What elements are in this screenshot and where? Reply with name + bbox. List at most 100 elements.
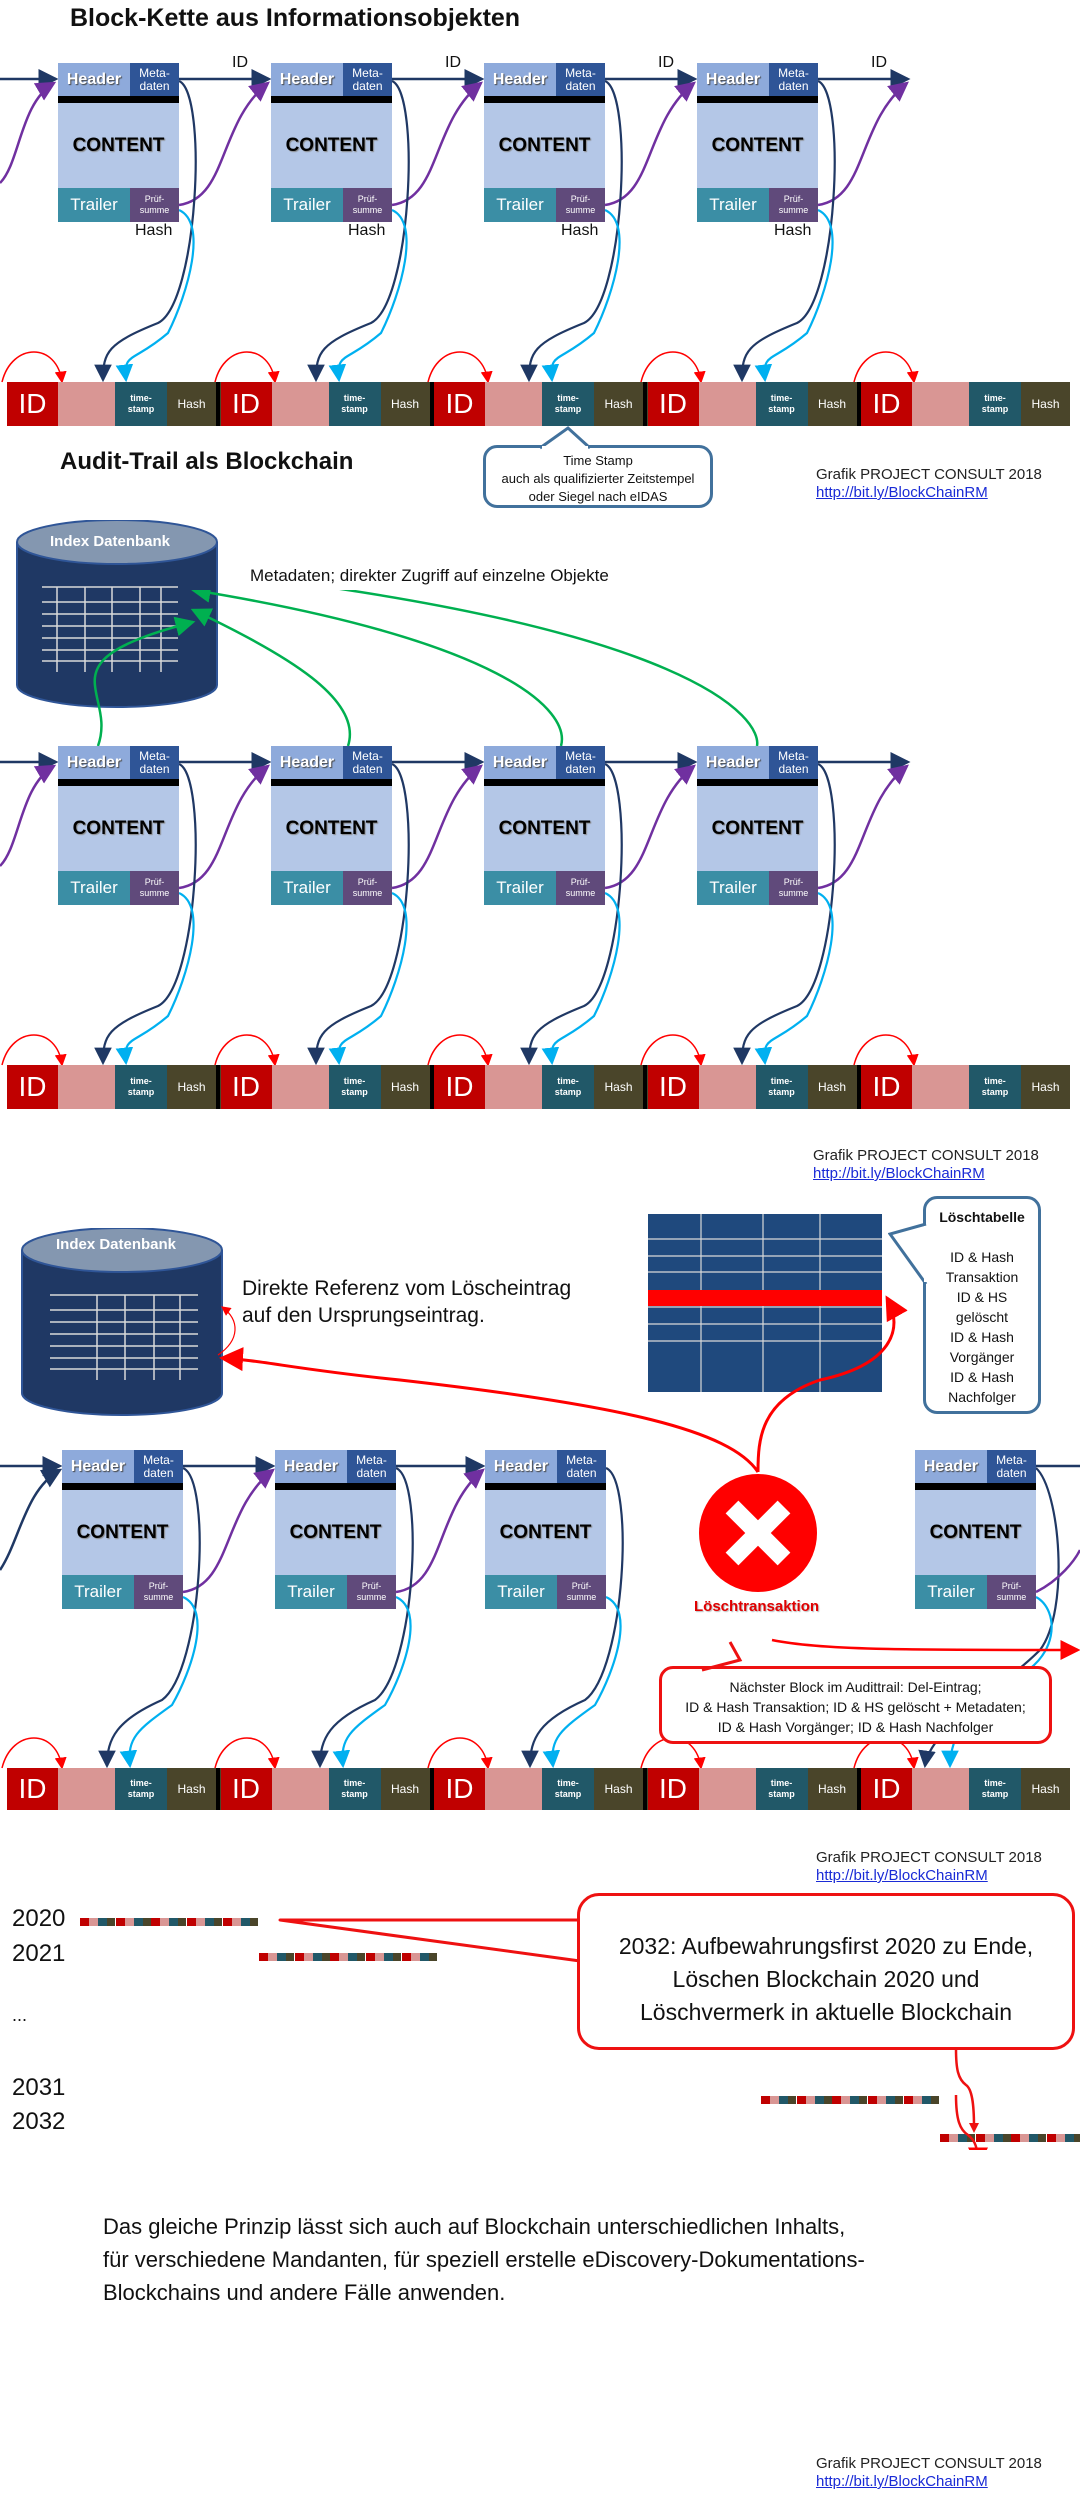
chain-data-segment <box>58 1065 115 1109</box>
chain-timestamp-segment: time- stamp <box>328 1768 381 1810</box>
id-label: ID <box>445 54 461 71</box>
chain-timestamp-segment: time- stamp <box>542 1065 594 1109</box>
mini-timestamp <box>921 2096 931 2104</box>
block-trailer: Trailer <box>697 871 769 905</box>
callout-line: ID & Hash <box>950 1249 1014 1265</box>
block-trailer: Trailer <box>271 871 343 905</box>
chain-hash-segment: Hash <box>1021 1065 1070 1109</box>
chain-data-segment <box>698 1768 756 1810</box>
block-content: CONTENT <box>697 103 818 188</box>
mini-id <box>151 1918 161 1926</box>
connector-line <box>604 764 696 890</box>
connector-line <box>817 764 909 890</box>
mini-data <box>841 2096 851 2104</box>
mini-timestamp <box>98 1918 107 1926</box>
mini-hash <box>286 1953 294 1961</box>
block-separator <box>271 96 392 103</box>
database-label: Index Datenbank <box>50 533 171 550</box>
credit-link[interactable]: http://bit.ly/BlockChainRM <box>816 2473 988 2490</box>
mini-hash <box>428 1953 437 1961</box>
block-separator <box>697 779 818 786</box>
chain-id-segment: ID <box>220 382 272 426</box>
info-block: Header Meta- daten CONTENT Trailer Prüf-… <box>915 1450 1036 1609</box>
chain-timestamp-segment: time- stamp <box>328 1065 381 1109</box>
mini-data <box>160 1918 170 1926</box>
chain-timestamp-segment: time- stamp <box>969 382 1021 426</box>
mini-data <box>949 2134 958 2142</box>
connector-line <box>93 616 196 747</box>
mini-id <box>366 1953 376 1961</box>
block-separator <box>58 779 179 786</box>
delete-table <box>648 1214 882 1392</box>
info-block: Header Meta- daten CONTENT Trailer Prüf-… <box>697 63 818 222</box>
mini-data <box>805 2096 815 2104</box>
mini-hash <box>1002 2134 1011 2142</box>
year-label: 2020 <box>12 1905 66 1932</box>
chain-timestamp-segment: time- stamp <box>115 1065 167 1109</box>
block-metadata: Meta- daten <box>556 746 605 779</box>
chain-data-segment <box>912 1065 969 1109</box>
mini-data <box>877 2096 887 2104</box>
credit: Grafik PROJECT CONSULT 2018 http://bit.l… <box>816 1849 1042 1885</box>
chain-timestamp-segment: time- stamp <box>542 382 594 426</box>
mini-hash <box>249 1918 258 1926</box>
mini-timestamp <box>814 2096 824 2104</box>
connector-line <box>190 590 564 747</box>
block-metadata: Meta- daten <box>769 746 818 779</box>
connector-line <box>640 1034 706 1067</box>
connector-line <box>190 608 352 747</box>
callout-line: Löschvermerk in aktuelle Blockchain <box>639 1999 1012 2025</box>
block-trailer: Trailer <box>58 188 130 222</box>
connector-line <box>219 1347 760 1473</box>
mini-hash <box>321 1953 330 1961</box>
chain-data-segment <box>912 1768 969 1810</box>
connector-line <box>214 351 280 384</box>
block-separator <box>62 1483 183 1490</box>
connector-line <box>733 762 836 1066</box>
chain-hash-segment: Hash <box>1021 1768 1070 1810</box>
chain-id-segment: ID <box>647 1768 699 1810</box>
mini-data <box>410 1953 420 1961</box>
connector-line <box>332 1595 412 1769</box>
connector-line <box>640 351 706 384</box>
block-metadata: Meta- daten <box>130 746 179 779</box>
block-metadata: Meta- daten <box>134 1450 183 1483</box>
chain-data-segment <box>912 382 969 426</box>
mini-data <box>912 2096 922 2104</box>
chain-separator <box>856 1768 861 1810</box>
credit-link[interactable]: http://bit.ly/BlockChainRM <box>816 1867 988 1884</box>
credit-link[interactable]: http://bit.ly/BlockChainRM <box>813 1165 985 1182</box>
connector-line <box>94 762 197 1066</box>
block-header: Header <box>62 1450 134 1483</box>
chain-separator <box>216 382 220 426</box>
connector-line <box>395 1468 485 1594</box>
connector-line <box>521 1466 624 1769</box>
callout-line: ID & Hash Transaktion; ID & HS gelöscht … <box>685 1699 1026 1715</box>
hash-label: Hash <box>774 222 812 239</box>
callout-line: Nachfolger <box>948 1389 1016 1405</box>
credit-text: Grafik PROJECT CONSULT 2018 <box>816 466 1042 483</box>
mini-timestamp <box>133 1918 143 1926</box>
connector-line <box>520 762 623 1066</box>
connector-line <box>0 1468 63 1571</box>
credit: Grafik PROJECT CONSULT 2018 http://bit.l… <box>816 466 1042 502</box>
chain-id-segment: ID <box>7 1768 58 1810</box>
mini-timestamp <box>169 1918 179 1926</box>
credit-link[interactable]: http://bit.ly/BlockChainRM <box>816 484 988 501</box>
delete-transaction-label: Löschtransaktion <box>694 1598 820 1615</box>
mini-data <box>231 1918 241 1926</box>
chain-id-segment: ID <box>220 1065 272 1109</box>
delete-x-icon[interactable] <box>697 1472 819 1594</box>
block-content: CONTENT <box>915 1490 1036 1575</box>
credit: Grafik PROJECT CONSULT 2018 http://bit.l… <box>813 1147 1039 1183</box>
block-checksum: Prüf- summe <box>556 188 605 222</box>
section2-connectors <box>0 590 919 1067</box>
section1-connectors <box>0 69 919 384</box>
mini-timestamp <box>958 2134 967 2142</box>
connector-line <box>98 1466 201 1769</box>
block-metadata: Meta- daten <box>343 63 392 96</box>
mini-id <box>294 1953 304 1961</box>
chain-id-segment: ID <box>861 382 912 426</box>
index-database <box>16 520 218 708</box>
